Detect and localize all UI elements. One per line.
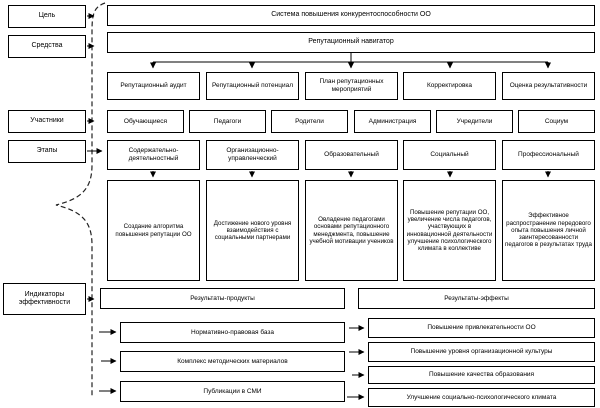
participant-teachers: Педагоги <box>189 110 266 133</box>
outcome-partners: Достижение нового уровня взаимодействия … <box>206 180 299 281</box>
outcome-algorithm: Создание алгоритма повышения репутации О… <box>107 180 200 281</box>
system-title-box: Система повышения конкурентоспособности … <box>107 5 595 26</box>
stage-outcome-arrows <box>150 171 551 178</box>
participant-founders: Учредители <box>436 110 513 133</box>
stage-content-activity: Содержательно-деятельностный <box>107 140 200 170</box>
outcome-management-basics: Овладение педагогами основами репутацион… <box>305 180 398 281</box>
effect-psych-climate: Улучшение социально-психологического кли… <box>368 388 595 407</box>
stage-organizational: Организационно-управленческий <box>206 140 299 170</box>
effect-org-culture: Повышение уровня организационной культур… <box>368 342 595 362</box>
brace-curve <box>55 2 106 396</box>
step-reputation-potential: Репутационный потенциал <box>206 72 299 100</box>
effect-education-quality: Повышение качества образования <box>368 366 595 384</box>
navigator-box: Репутационный навигатор <box>107 32 595 53</box>
step-reputation-audit: Репутационный аудит <box>107 72 200 100</box>
label-goal: Цель <box>8 5 86 28</box>
step-correction: Корректировка <box>403 72 496 100</box>
stage-educational: Образовательный <box>305 140 398 170</box>
label-indicators: Индикаторы эффективности <box>3 283 86 315</box>
step-result-evaluation: Оценка результативности <box>502 72 595 100</box>
step-events-plan: План репутационных мероприятий <box>305 72 398 100</box>
product-method-materials: Комплекс методических материалов <box>120 351 345 372</box>
label-participants: Участники <box>8 110 86 133</box>
label-arrows <box>87 13 103 302</box>
effect-attractiveness: Повышение привлекательности ОО <box>368 318 595 338</box>
navigator-connectors <box>150 53 551 69</box>
participant-administration: Администрация <box>354 110 431 133</box>
outcome-reputation-growth: Повышение репутации ОО, увеличение числа… <box>403 180 496 281</box>
label-stages: Этапы <box>8 140 86 163</box>
stage-professional: Профессиональный <box>502 140 595 170</box>
outcome-best-practice: Эффективное распространение передового о… <box>502 180 595 281</box>
participant-society: Социум <box>518 110 595 133</box>
results-effects-header: Результаты-эффекты <box>358 288 595 309</box>
label-means: Средства <box>8 35 86 58</box>
product-media-publications: Публикации в СМИ <box>120 381 345 402</box>
participant-students: Обучающиеся <box>107 110 184 133</box>
product-arrows <box>99 329 117 394</box>
results-products-header: Результаты-продукты <box>100 288 345 309</box>
participant-parents: Родители <box>271 110 348 133</box>
effect-arrows <box>347 325 365 400</box>
stage-social: Социальный <box>403 140 496 170</box>
product-legal-base: Нормативно-правовая база <box>120 322 345 343</box>
